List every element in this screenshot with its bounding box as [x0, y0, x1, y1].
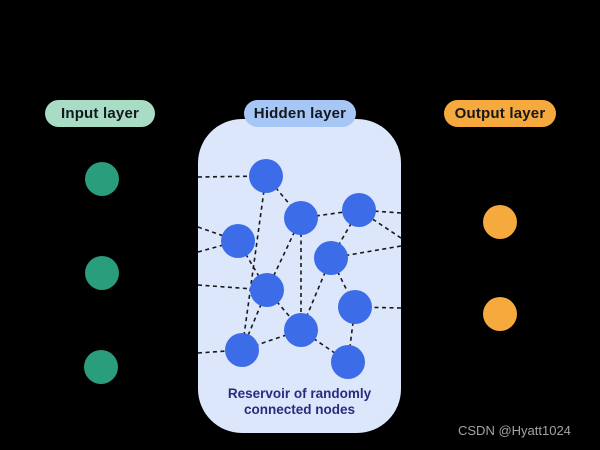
output-node: [483, 297, 517, 331]
reservoir-node: [331, 345, 365, 379]
reservoir-node: [284, 201, 318, 235]
input-node: [84, 350, 118, 384]
reservoir-edge: [266, 217, 302, 291]
reservoir-caption: Reservoir of randomly connected nodes: [198, 386, 401, 418]
reservoir-edge: [197, 175, 267, 178]
reservoir-edge: [358, 209, 402, 239]
watermark: CSDN @Hyatt1024: [458, 423, 571, 438]
reservoir-node: [225, 333, 259, 367]
reservoir-edge: [300, 257, 332, 331]
input-layer-label: Input layer: [45, 100, 155, 127]
reservoir-node: [338, 290, 372, 324]
hidden-layer-label: Hidden layer: [244, 100, 356, 127]
reservoir-node: [221, 224, 255, 258]
reservoir-node: [342, 193, 376, 227]
input-node: [85, 256, 119, 290]
input-node: [85, 162, 119, 196]
output-layer-label: Output layer: [444, 100, 556, 127]
reservoir-caption-line1: Reservoir of randomly: [227, 386, 372, 401]
reservoir-node: [314, 241, 348, 275]
reservoir-node: [249, 159, 283, 193]
reservoir-node: [250, 273, 284, 307]
reservoir-edge: [241, 175, 267, 351]
reservoir-caption-line2: connected nodes: [243, 401, 356, 417]
output-node: [483, 205, 517, 239]
reservoir-node: [284, 313, 318, 347]
